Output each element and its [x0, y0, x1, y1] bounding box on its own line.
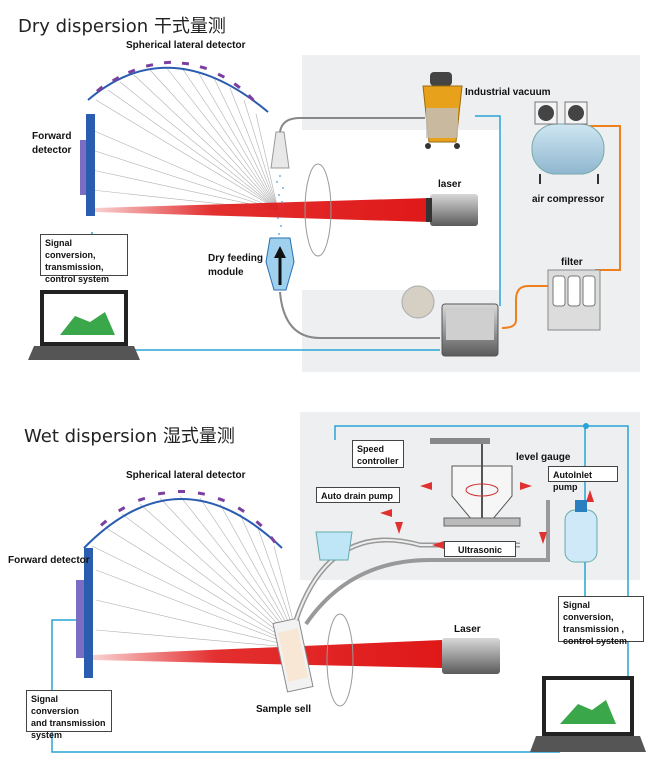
wet-signal-box-right: Signal conversion, transmission , contro…: [558, 596, 644, 646]
dry-laser-beam: [95, 198, 430, 222]
dry-detector-elements: [96, 60, 255, 102]
wet-laser-head: [442, 638, 500, 674]
air-compressor-illustration: [531, 101, 605, 184]
dry-feeder-machine: [401, 285, 499, 357]
filter-label: filter: [561, 257, 583, 268]
water-bottle: [564, 500, 598, 563]
wet-detector-elements: [100, 490, 277, 544]
ultrasonic-box: Ultrasonic: [444, 541, 516, 557]
filter-illustration: [547, 269, 601, 331]
dry-nozzle: [270, 131, 290, 169]
industrial-vacuum-label: Industrial vacuum: [465, 87, 551, 98]
dry-particles: [276, 175, 284, 235]
level-gauge-label: level gauge: [516, 452, 571, 463]
wet-section-title: Wet dispersion 湿式量测: [24, 426, 235, 447]
drain-bucket: [315, 531, 353, 561]
wet-spherical-detector-label: Spherical lateral detector: [126, 470, 246, 481]
wet-laser-beam: [93, 640, 442, 668]
wet-forward-detector-label: Forward detector: [8, 555, 90, 566]
dry-feeding-label: Dry feeding module: [208, 253, 264, 278]
dry-spherical-detector-label: Spherical lateral detector: [126, 40, 246, 51]
wet-laser-label: Laser: [454, 624, 481, 635]
wet-red-arrows: [380, 482, 594, 549]
speed-controller-box: Speed controller: [352, 440, 404, 468]
auto-inlet-pump-box: AutoInlet pump: [548, 466, 618, 492]
auto-drain-pump-box: Auto drain pump: [316, 487, 400, 503]
mixing-tank: [430, 438, 521, 527]
dry-section-title: Dry dispersion 干式量测: [18, 16, 226, 37]
dry-forward-detector-label: Forward detector: [32, 131, 72, 156]
wet-laptop: [530, 676, 646, 752]
industrial-vacuum-illustration: [422, 72, 463, 149]
sample-cell-label: Sample sell: [256, 704, 312, 715]
wet-scatter-lines: [91, 495, 301, 649]
wet-spherical-arc: [83, 498, 283, 549]
dry-spherical-arc: [87, 66, 269, 113]
sample-cell-illustration: [272, 617, 314, 693]
dry-laser-head: [430, 194, 478, 226]
dry-signal-box: Signal conversion, transmission, control…: [40, 234, 128, 284]
dry-laser-label: laser: [438, 179, 462, 190]
wet-signal-box-left: Signal conversion and transmission syste…: [26, 690, 112, 740]
air-compressor-label: air compressor: [532, 194, 605, 205]
dry-laptop: [28, 290, 140, 360]
dry-forward-detector: [86, 114, 95, 216]
dry-scatter-lines: [91, 66, 279, 211]
wet-forward-detector: [84, 548, 93, 678]
